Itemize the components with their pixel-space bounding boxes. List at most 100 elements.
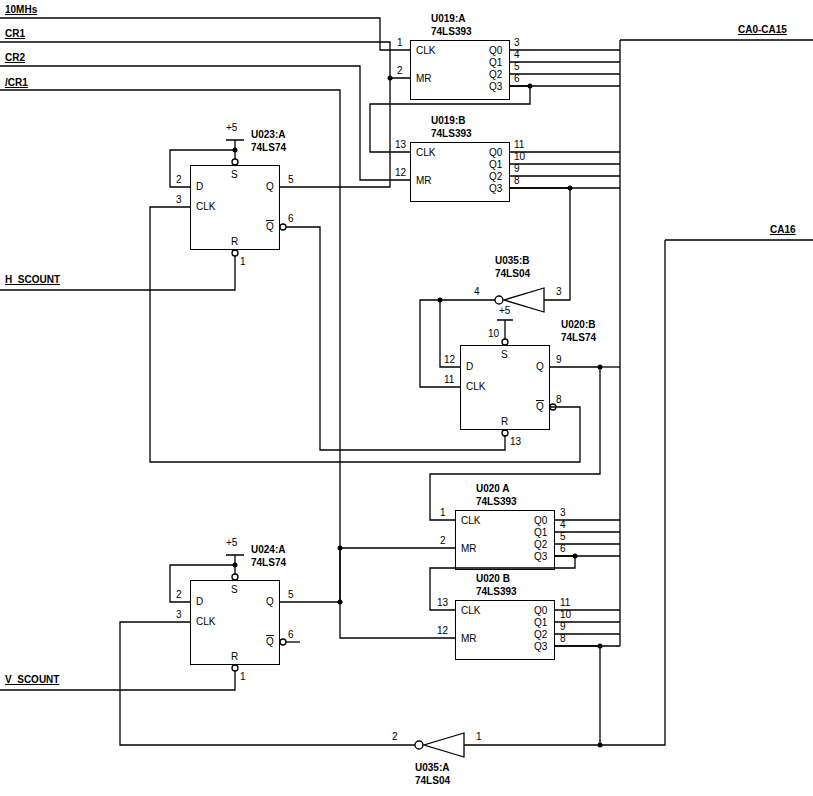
pin-number: 6 [288, 213, 294, 225]
ic-chip: U023:A74LS74DSCLKRQQ [190, 165, 280, 250]
part-label: U023:A [251, 129, 285, 141]
pin-number: 3 [176, 609, 182, 621]
pin-number: 5 [560, 531, 566, 543]
pin-name: MR [461, 543, 477, 555]
part-label: U020:B [561, 319, 595, 331]
inverter-symbol [410, 730, 470, 760]
part-label: U035:A [415, 762, 449, 774]
pin-name: Q2 [489, 171, 502, 183]
part-label: U019:A [431, 13, 465, 25]
pin-name: Q [536, 401, 544, 413]
pin-name: Q2 [534, 539, 547, 551]
pin-number: 2 [392, 731, 398, 743]
signal-name: V_SCOUNT [5, 674, 59, 686]
pin-name: Q0 [489, 147, 502, 159]
part-label: 74LS74 [251, 557, 286, 569]
pin-name: Q [266, 221, 274, 233]
pin-number: 5 [288, 589, 294, 601]
pin-name: Q1 [534, 617, 547, 629]
part-label: 74LS393 [476, 586, 517, 598]
ic-chip: U020:B74LS74DSCLKRQQ [460, 345, 550, 430]
part-label: U020 B [476, 573, 510, 585]
ic-chip: U020 B74LS393CLKMRQ0Q1Q2Q3 [455, 600, 555, 660]
pin-number: 12 [395, 167, 406, 179]
pin-number: 1 [476, 731, 482, 743]
pin-number: 2 [176, 589, 182, 601]
pin-number: 9 [560, 621, 566, 633]
pin-number: 8 [514, 175, 520, 187]
signal-name: /CR1 [5, 77, 28, 89]
pin-name: Q [266, 636, 274, 648]
signal-name: CR1 [5, 28, 25, 40]
pin-name: D [466, 361, 473, 373]
pin-number: 3 [514, 37, 520, 49]
pin-name: Q [266, 181, 274, 193]
pin-name: Q1 [489, 159, 502, 171]
wire-connector [430, 556, 575, 610]
part-label: 74LS393 [431, 128, 472, 140]
pin-number: 1 [240, 671, 246, 683]
pin-name: Q2 [489, 69, 502, 81]
ic-chip: U024:A74LS74DSCLKRQQ [190, 580, 280, 665]
wire-connector [150, 207, 580, 462]
pin-name: S [501, 349, 508, 361]
pin-name: Q1 [489, 57, 502, 69]
wire-connector [430, 367, 600, 520]
pin-name: S [231, 584, 238, 596]
pin-name: Q [536, 361, 544, 373]
pin-number: 1 [397, 37, 403, 49]
signal-name: 10MHs [5, 4, 37, 16]
pin-name: Q1 [534, 527, 547, 539]
pin-name: Q3 [489, 183, 502, 195]
part-label: U024:A [251, 544, 285, 556]
pin-name: Q0 [534, 515, 547, 527]
pin-name: MR [461, 633, 477, 645]
pin-name: MR [416, 175, 432, 187]
pin-number: +5 [226, 537, 237, 549]
pin-name: Q3 [489, 81, 502, 93]
pin-number: 2 [397, 65, 403, 77]
signal-name: CA16 [770, 224, 796, 236]
pin-number: 10 [560, 609, 571, 621]
pin-name: CLK [196, 201, 215, 213]
signal-name: CA0-CA15 [738, 24, 787, 36]
wire-connector [280, 78, 410, 187]
pin-name: R [231, 236, 238, 248]
wire-connector [420, 300, 490, 387]
pin-number: 12 [437, 625, 448, 637]
pin-number: 4 [514, 49, 520, 61]
pin-number: 9 [514, 163, 520, 175]
pin-name: Q [266, 596, 274, 608]
pin-number: 5 [514, 61, 520, 73]
part-label: U035:B [495, 255, 529, 267]
pin-name: Q0 [534, 605, 547, 617]
pin-number: 5 [288, 174, 294, 186]
wire-connector [120, 622, 410, 745]
part-label: 74LS04 [415, 775, 450, 787]
pin-number: 6 [288, 629, 294, 641]
wire-connector [470, 646, 600, 745]
pin-name: CLK [461, 605, 480, 617]
pin-number: 6 [514, 73, 520, 85]
pin-number: 2 [440, 535, 446, 547]
pin-name: CLK [416, 45, 435, 57]
inverter-gate: U035:A74LS04 [410, 730, 470, 760]
part-label: 74LS393 [431, 26, 472, 38]
part-label: 74LS74 [561, 332, 596, 344]
pin-number: +5 [499, 305, 510, 317]
pin-name: CLK [196, 616, 215, 628]
pin-name: S [231, 169, 238, 181]
pin-number: 13 [510, 436, 521, 448]
wire-connector [510, 188, 570, 300]
pin-number: 13 [437, 597, 448, 609]
pin-name: Q3 [534, 551, 547, 563]
pin-number: 8 [560, 633, 566, 645]
pin-number: 10 [488, 328, 499, 340]
pin-name: R [231, 651, 238, 663]
pin-name: CLK [466, 381, 485, 393]
pin-name: Q3 [534, 641, 547, 653]
pin-name: Q0 [489, 45, 502, 57]
part-label: U020 A [476, 483, 510, 495]
